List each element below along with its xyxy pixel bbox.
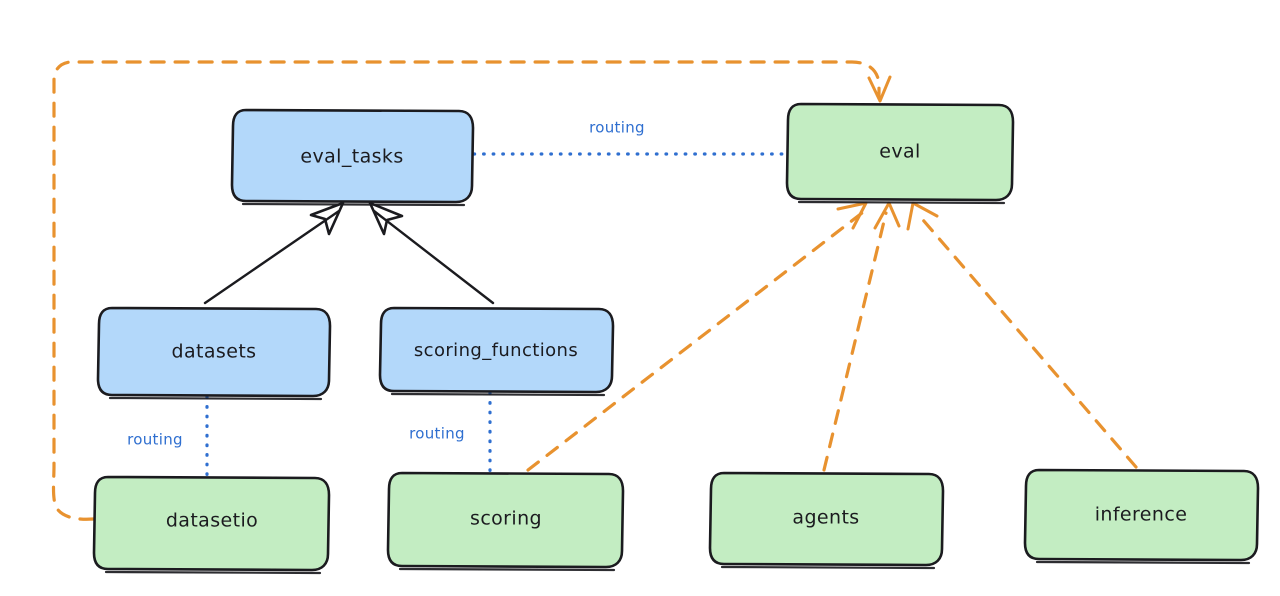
node-eval-box [785,102,1015,202]
node-datasets-shadow [108,396,323,401]
node-eval_tasks[interactable]: eval_tasks [230,108,475,207]
edge-label-eval_tasks-eval: routing [589,119,645,137]
edge-datasets-eval_tasks-path [203,209,341,305]
node-inference-box [1023,468,1260,562]
node-scoring_functions-box [378,306,615,394]
edge-scoring-eval-arrowhead [836,201,868,230]
node-scoring_functions-label: scoring_functions [414,340,578,361]
node-datasets-label: datasets [172,341,257,363]
edge-inference-eval-path [915,211,1138,469]
edge-layer [51,60,1138,521]
edge-agents-eval-path [822,211,888,472]
node-inference-shadow [1035,560,1251,565]
node-inference[interactable]: inference [1023,468,1260,565]
edge-datasets-eval_tasks [203,201,345,305]
edge-scoring_functions-eval_tasks [368,201,495,305]
edge-agents-eval-arrowhead [873,201,901,230]
node-eval[interactable]: eval [785,102,1015,205]
node-agents-shadow [720,565,936,570]
node-agents-label: agents [792,507,859,529]
node-inference-label: inference [1095,504,1188,526]
edge-datasetio-eval-arrowhead [867,75,892,103]
node-eval_tasks-shadow [241,202,466,207]
node-eval_tasks-box [230,108,475,204]
edge-datasets-eval_tasks-arrowhead [309,201,345,236]
edge-label-datasets-datasetio: routing [127,431,183,449]
edge-label-scoring_functions-scoring: routing [409,425,465,443]
node-scoring_functions-shadow [390,392,606,397]
node-scoring-shadow [398,567,616,572]
node-datasetio[interactable]: datasetio [92,475,331,575]
node-agents-box [708,471,945,567]
node-scoring[interactable]: scoring [386,471,625,572]
edge-inference-eval [906,201,1138,469]
node-scoring-box [386,471,625,569]
node-datasetio-shadow [104,570,322,575]
edge-agents-eval [822,201,901,472]
node-scoring-label: scoring [470,508,542,530]
node-eval-label: eval [879,141,920,163]
edge-scoring_functions-eval_tasks-arrowhead [368,201,404,236]
node-eval_tasks-label: eval_tasks [300,146,403,168]
edge-scoring_functions-eval_tasks-path [372,209,495,305]
node-agents[interactable]: agents [708,471,945,570]
node-datasetio-label: datasetio [166,510,258,532]
node-layer: eval_tasks eval datasets scoring_functio… [92,102,1260,575]
node-scoring_functions[interactable]: scoring_functions [378,306,615,397]
node-eval-shadow [797,200,1006,205]
node-datasets[interactable]: datasets [96,306,332,401]
edge-datasetio-eval-path [51,60,881,521]
node-datasetio-box [92,475,331,572]
node-datasets-box [96,306,332,398]
edge-datasetio-eval [51,60,892,521]
edge-inference-eval-arrowhead [906,201,939,231]
edge-label-layer: routing routing routing [127,119,645,449]
